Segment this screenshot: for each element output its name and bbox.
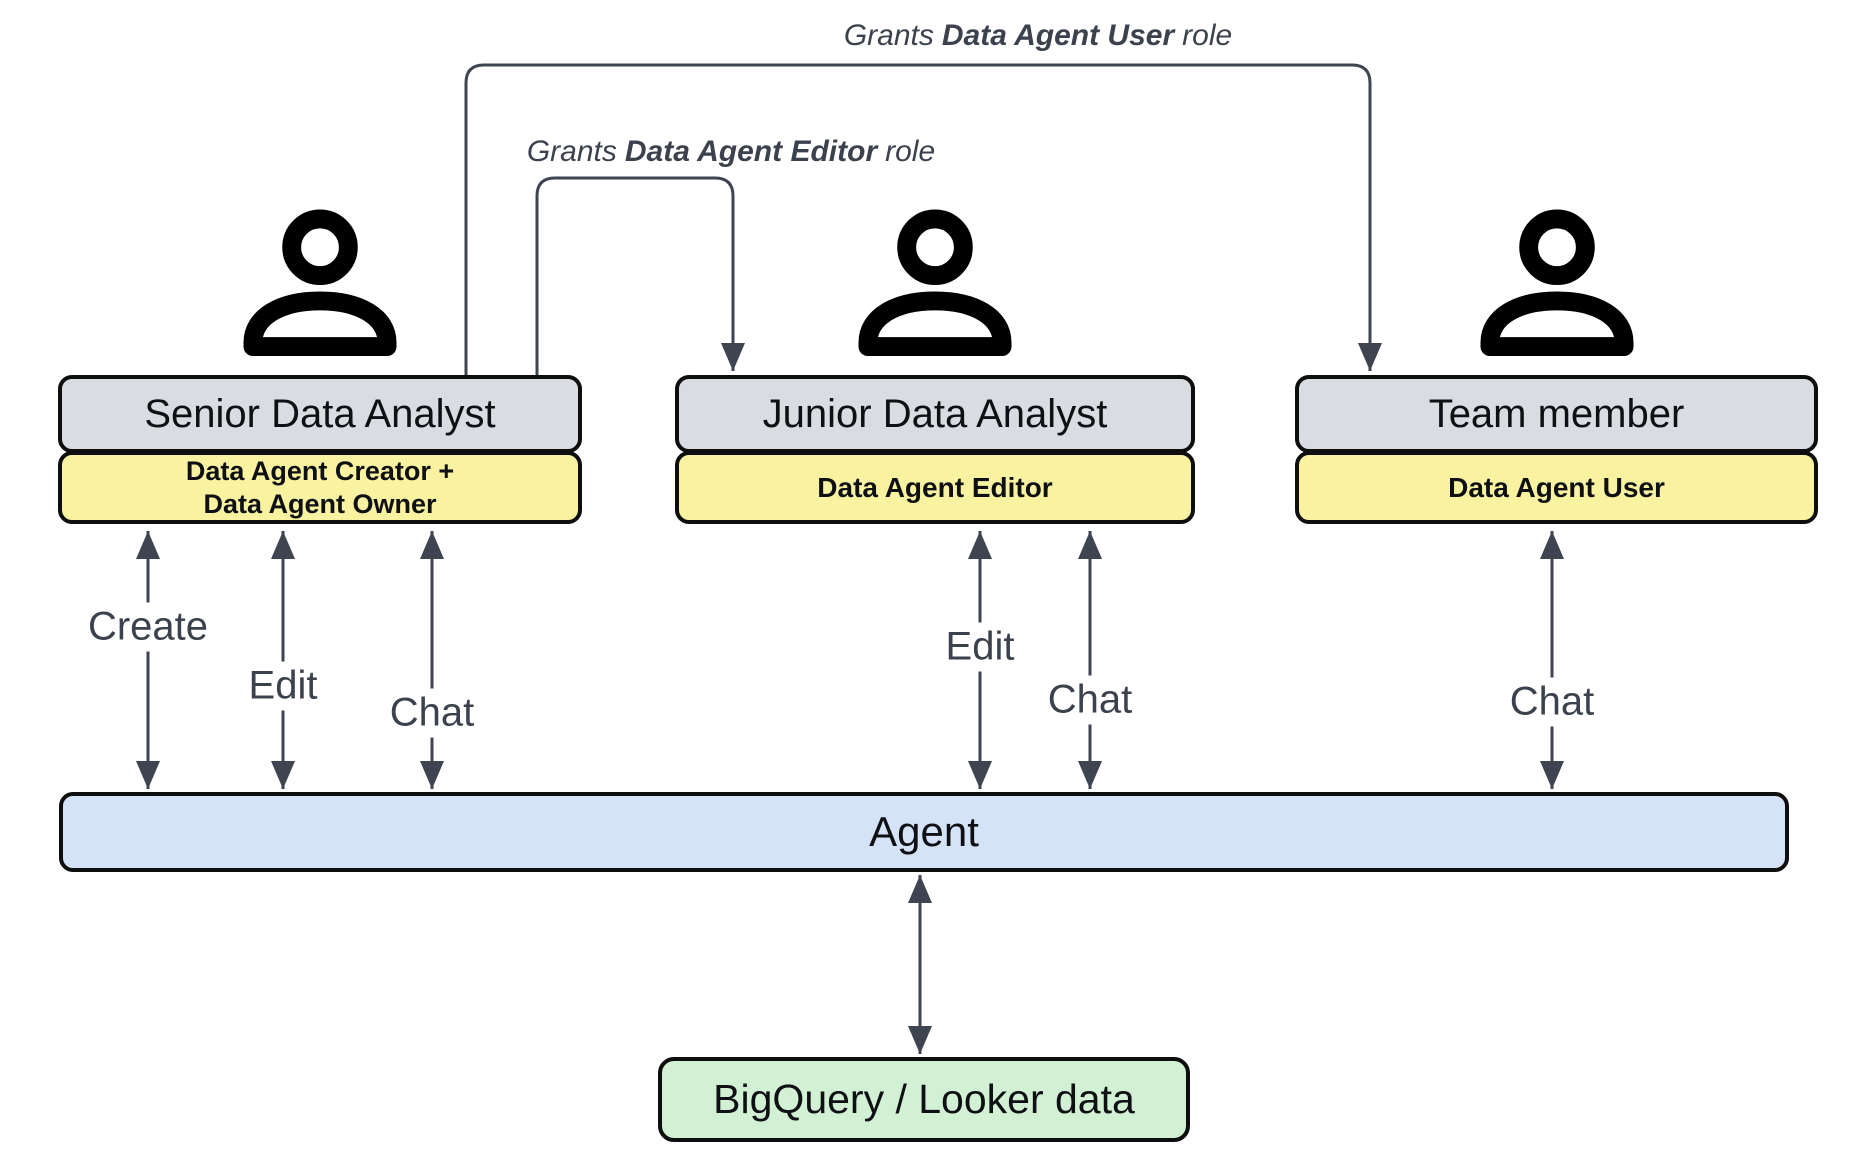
grant-user-role: Data Agent User bbox=[941, 19, 1175, 52]
junior-role-box: Data Agent Editor bbox=[675, 451, 1195, 524]
datastore-label: BigQuery / Looker data bbox=[713, 1076, 1135, 1122]
senior-analyst-title: Senior Data Analyst bbox=[144, 391, 496, 436]
senior-chat-label: Chat bbox=[379, 688, 485, 738]
junior-edit-label: Edit bbox=[935, 622, 1025, 672]
team-role-line1: Data Agent User bbox=[1448, 471, 1665, 503]
senior-analyst-box: Senior Data Analyst bbox=[58, 375, 582, 453]
team-chat-label: Chat bbox=[1499, 677, 1605, 727]
senior-role-line1: Data Agent Creator + bbox=[185, 456, 455, 487]
senior-edit-label: Edit bbox=[238, 661, 328, 711]
grant-user-connector bbox=[464, 63, 1382, 375]
senior-role-line2: Data Agent Owner bbox=[203, 488, 437, 519]
person-icon bbox=[1480, 209, 1634, 361]
agent-label: Agent bbox=[869, 808, 979, 855]
grant-editor-connector bbox=[535, 176, 745, 375]
team-member-title: Team member bbox=[1428, 391, 1685, 436]
team-role-box: Data Agent User bbox=[1295, 451, 1818, 524]
junior-analyst-title: Junior Data Analyst bbox=[762, 391, 1108, 436]
agent-bar: Agent bbox=[59, 792, 1789, 872]
grant-editor-suffix: role bbox=[885, 135, 936, 168]
grant-user-prefix: Grants bbox=[843, 19, 934, 52]
junior-role-line1: Data Agent Editor bbox=[817, 471, 1053, 503]
grant-editor-role: Data Agent Editor bbox=[624, 135, 878, 168]
senior-role-box: Data Agent Creator + Data Agent Owner bbox=[58, 451, 582, 524]
person-icon bbox=[858, 209, 1012, 361]
grant-user-suffix: role bbox=[1182, 19, 1233, 52]
team-member-box: Team member bbox=[1295, 375, 1818, 453]
create-label: Create bbox=[77, 602, 219, 652]
datastore-box: BigQuery / Looker data bbox=[658, 1057, 1190, 1142]
junior-analyst-box: Junior Data Analyst bbox=[675, 375, 1195, 453]
grant-editor-prefix: Grants bbox=[526, 135, 617, 168]
junior-chat-label: Chat bbox=[1037, 675, 1143, 725]
person-icon bbox=[243, 209, 397, 361]
